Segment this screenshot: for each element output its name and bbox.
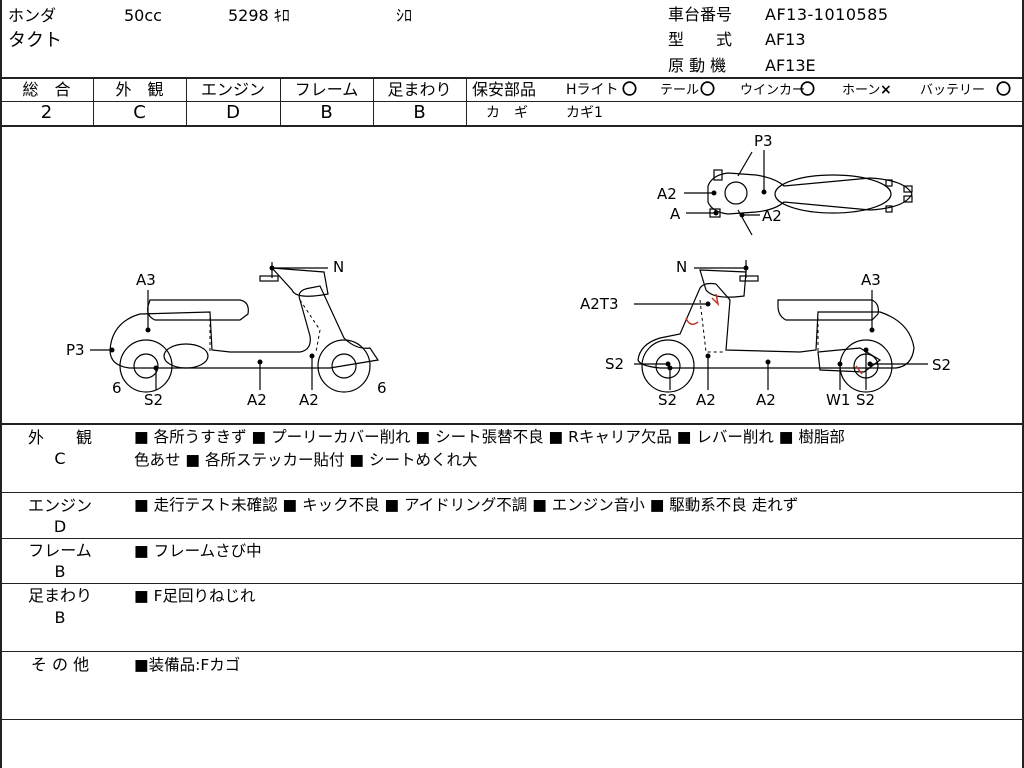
scooter-left-view	[90, 262, 380, 393]
grade-divider-2	[186, 78, 187, 125]
model-type-value: AF13	[765, 30, 806, 49]
remark-category: フレーム	[28, 541, 92, 560]
model-type-label: 型 式	[668, 30, 733, 49]
remark-grade: D	[53, 517, 67, 536]
left-p3-label: P3	[66, 341, 85, 359]
safety-label: 保安部品	[472, 80, 537, 99]
grade-frame-value: B	[320, 102, 333, 123]
remarks-divider-2	[0, 538, 1024, 539]
remark-text-line1: ■ 各所うすきず ■ プーリーカバー削れ ■ シート張替不良 ■ Rキャリア欠品…	[134, 428, 845, 446]
remarks-divider-4	[0, 651, 1024, 652]
remark-text-line1: ■ 走行テスト未確認 ■ キック不良 ■ アイドリング不調 ■ エンジン音小 ■…	[134, 496, 799, 514]
remark-grade: C	[54, 449, 66, 468]
top-p3-label: P3	[754, 132, 773, 150]
top-a2-left-label: A2	[657, 185, 677, 203]
winker-label: ウインカー	[740, 83, 806, 98]
remark-text-line1: ■装備品:Fカゴ	[134, 656, 241, 674]
right-w1-label: W1	[826, 391, 850, 409]
color: ｼﾛ	[396, 6, 413, 25]
grade-engine-value: D	[226, 102, 240, 123]
displacement: 50cc	[124, 6, 162, 25]
grade-suspension-label: 足まわり	[387, 80, 452, 99]
right-s2-left-label: S2	[605, 355, 624, 373]
horn-label: ホーン	[842, 83, 881, 98]
headlight-mark: 〇	[622, 80, 638, 98]
remarks-divider-1	[0, 492, 1024, 493]
left-6-right-label: 6	[377, 379, 387, 397]
horn-mark: ×	[880, 82, 892, 98]
mileage: 5298 ｷﾛ	[228, 6, 290, 25]
remark-text-line1: ■ F足回りねじれ	[134, 587, 256, 605]
key-label: カ ギ	[486, 105, 528, 121]
model-name: タクト	[8, 30, 62, 51]
headlight-label: Hライト	[566, 82, 619, 98]
remarks-divider-3	[0, 583, 1024, 584]
grade-overall-label: 総 合	[22, 80, 71, 99]
frame-left-edge	[0, 0, 2, 768]
grade-table-bottom-border	[0, 125, 1024, 127]
remark-category: 外 観	[27, 428, 92, 447]
engine-type-label: 原 動 機	[668, 56, 727, 75]
battery-mark: 〇	[996, 80, 1012, 98]
remark-category: 足まわり	[27, 586, 92, 605]
top-a2-right-label: A2	[762, 207, 782, 225]
grade-divider-1	[93, 78, 94, 125]
right-s2-right-label: S2	[932, 356, 951, 374]
left-a2-right-label: A2	[299, 391, 319, 409]
right-s2-bottom-label: S2	[658, 391, 677, 409]
left-n-label: N	[333, 258, 344, 276]
grade-frame-label: フレーム	[294, 80, 359, 99]
grade-divider-5	[466, 78, 467, 125]
winker-mark: 〇	[800, 80, 816, 98]
grade-table-mid-border	[0, 101, 466, 102]
grade-suspension-value: B	[413, 102, 426, 123]
top-a-label: A	[670, 205, 681, 223]
remarks-divider-5	[0, 719, 1024, 720]
right-a2t3-label: A2T3	[580, 295, 619, 313]
frame-right-edge	[1022, 0, 1024, 768]
right-s2-bottom2-label: S2	[856, 391, 875, 409]
taillight-label: テール	[660, 83, 700, 98]
remarks-top-border	[0, 423, 1024, 425]
scooter-right-view	[634, 260, 928, 393]
frame-no-label: 車台番号	[668, 5, 733, 24]
remark-category: エンジン	[27, 496, 92, 515]
remark-text-line1: ■ フレームさび中	[134, 542, 262, 560]
safety-mid-border	[466, 101, 1024, 102]
grade-exterior-value: C	[133, 102, 146, 123]
grade-overall-value: 2	[40, 102, 53, 123]
left-a3-label: A3	[136, 271, 156, 289]
key-value: カギ1	[566, 105, 603, 121]
grade-table-top-border	[0, 77, 1024, 79]
left-a2-mid-label: A2	[247, 391, 267, 409]
right-a2-2-label: A2	[756, 391, 776, 409]
maker: ホンダ	[8, 6, 57, 25]
right-n-label: N	[676, 258, 687, 276]
right-a2-1-label: A2	[696, 391, 716, 409]
frame-no-value: AF13-1010585	[765, 5, 889, 24]
remark-category: そ の 他	[30, 655, 90, 674]
left-6-left-label: 6	[112, 379, 122, 397]
remark-grade: B	[54, 608, 66, 627]
remark-text-line2: 色あせ ■ 各所ステッカー貼付 ■ シートめくれ大	[134, 451, 478, 469]
grade-exterior-label: 外 観	[115, 80, 164, 99]
grade-engine-label: エンジン	[200, 80, 265, 99]
remark-grade: B	[54, 562, 66, 581]
engine-type-value: AF13E	[765, 56, 816, 75]
taillight-mark: 〇	[700, 80, 716, 98]
battery-label: バッテリー	[920, 83, 986, 98]
right-a3-label: A3	[861, 271, 881, 289]
grade-divider-4	[373, 78, 374, 125]
left-s2-label: S2	[144, 391, 163, 409]
grade-divider-3	[280, 78, 281, 125]
scooter-top-view	[684, 150, 913, 236]
